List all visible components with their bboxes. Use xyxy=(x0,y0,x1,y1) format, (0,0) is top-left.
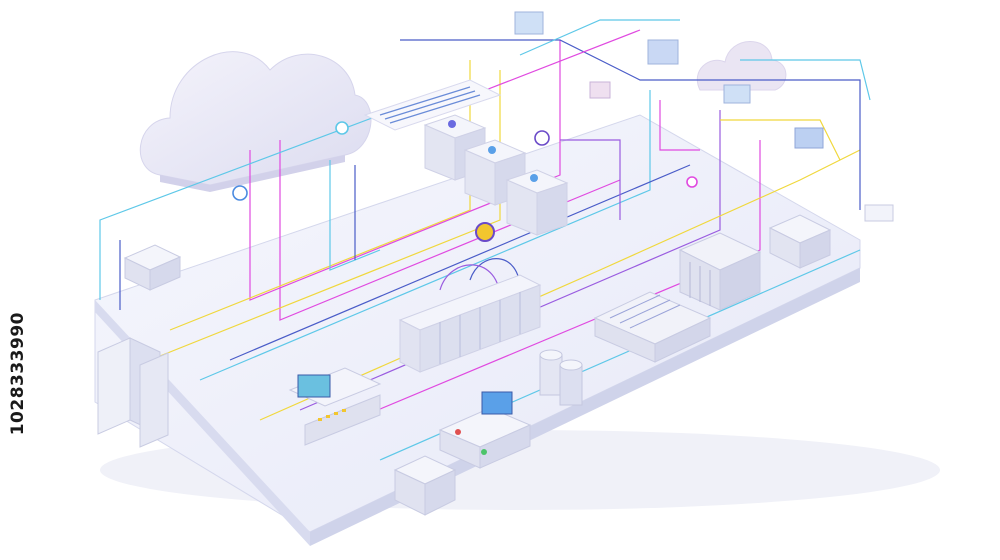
gear-icon xyxy=(475,222,495,242)
server-rack-row xyxy=(398,274,542,373)
terminal-unit xyxy=(393,455,457,516)
status-light xyxy=(488,146,496,154)
cloud-icon xyxy=(139,51,372,192)
button-panel xyxy=(318,409,346,421)
small-cloud-icon xyxy=(697,41,787,91)
blade-server-unit xyxy=(593,291,712,363)
indicator-green xyxy=(481,449,487,455)
monitor-screen xyxy=(481,391,513,415)
control-console xyxy=(288,367,382,446)
network-switch xyxy=(768,214,832,269)
status-light xyxy=(530,174,538,182)
indicator-red xyxy=(455,429,461,435)
data-grid-panel xyxy=(363,79,502,131)
link-icon xyxy=(686,176,698,188)
central-server-towers xyxy=(423,114,569,242)
left-gateway-racks xyxy=(97,337,169,448)
stock-image-id: 1028333990 xyxy=(8,312,28,436)
status-icons xyxy=(232,121,698,201)
floating-cube-devices xyxy=(514,11,894,222)
server-tower xyxy=(505,169,569,236)
storage-cabinet xyxy=(678,232,762,311)
storage-cylinders xyxy=(539,349,583,406)
status-light xyxy=(448,120,456,128)
edge-device xyxy=(123,244,182,291)
workstation-desk xyxy=(438,391,532,469)
node-icon xyxy=(534,130,550,146)
console-monitor xyxy=(297,374,331,398)
settings-icon xyxy=(232,185,248,201)
globe-icon xyxy=(335,121,349,135)
